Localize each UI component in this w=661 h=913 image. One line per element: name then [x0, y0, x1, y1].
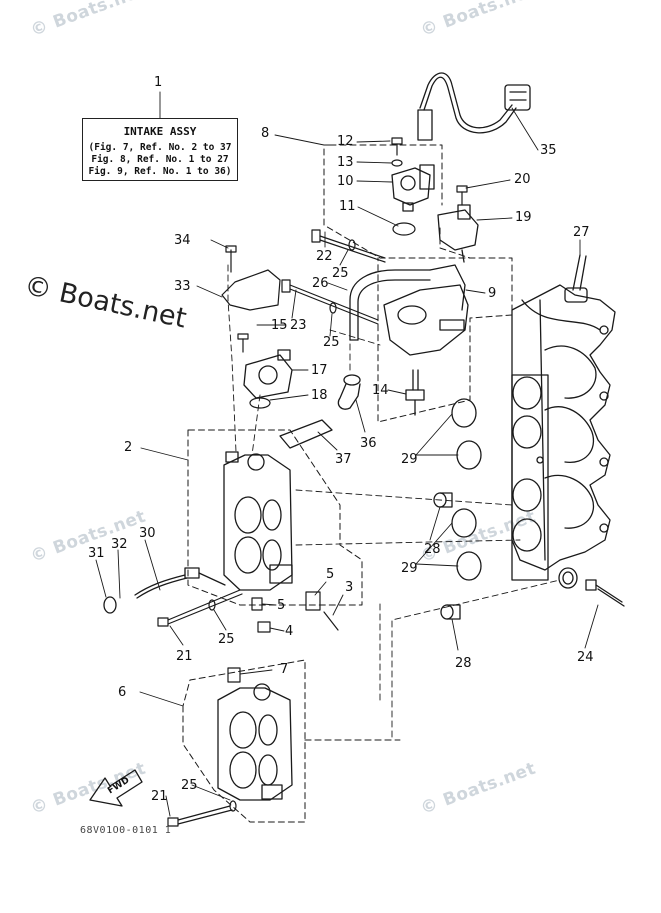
callout-21b: 21: [151, 789, 168, 804]
callout-35: 35: [540, 143, 557, 158]
callout-10: 10: [337, 174, 354, 189]
bolt-21: [157, 589, 243, 627]
washer-25: [208, 599, 216, 611]
callout-6: 6: [118, 685, 127, 700]
bracket-9: [383, 264, 469, 356]
fwd-arrow-icon: [89, 769, 143, 807]
hose-37: [279, 419, 333, 449]
bolt-21: [167, 805, 233, 827]
callout-1: 1: [154, 75, 163, 90]
callout-28b: 28: [455, 656, 472, 671]
callout-14: 14: [372, 383, 389, 398]
callout-21a: 21: [176, 649, 193, 664]
gasket-29: [451, 398, 482, 581]
group-box-2: [187, 429, 363, 606]
callout-19: 19: [515, 210, 532, 225]
harness-35: [417, 72, 531, 141]
washer-25: [229, 800, 237, 812]
callout-20: 20: [514, 172, 531, 187]
hose-26: [349, 269, 431, 341]
callout-22: 22: [316, 249, 333, 264]
callout-36: 36: [360, 436, 377, 451]
callout-2: 2: [124, 440, 133, 455]
cover-33: [221, 269, 281, 311]
callout-12: 12: [337, 134, 354, 149]
callout-25b: 25: [323, 335, 340, 350]
callout-28a: 28: [424, 542, 441, 557]
callout-29b: 29: [401, 561, 418, 576]
callout-25c: 25: [218, 632, 235, 647]
screw-34-head: [225, 245, 237, 253]
screw-15: [237, 333, 249, 353]
bolt-23: [281, 279, 379, 325]
title-line: Fig. 9, Ref. No. 1 to 36): [88, 166, 232, 177]
callout-11: 11: [339, 199, 356, 214]
callout-30: 30: [139, 526, 156, 541]
intake-manifold: [511, 254, 616, 571]
callout-26: 26: [312, 276, 329, 291]
callout-15: 15: [271, 318, 288, 333]
callout-29a: 29: [401, 452, 418, 467]
title-line: Fig. 8, Ref. No. 1 to 27: [91, 154, 229, 165]
group-box-8: [323, 144, 513, 423]
wire-30: [103, 567, 226, 614]
callout-34: 34: [174, 233, 191, 248]
callout-32: 32: [111, 537, 128, 552]
o-ring-18: [249, 397, 271, 409]
title-heading: INTAKE ASSY: [123, 125, 197, 138]
callout-17: 17: [311, 363, 328, 378]
o-ring-11: [392, 222, 416, 236]
title-box: INTAKE ASSY (Fig. 7, Ref. No. 2 to 37 Fi…: [82, 118, 238, 181]
callout-25a: 25: [332, 266, 349, 281]
throttle-body-upper: [223, 451, 293, 591]
callout-37: 37: [335, 452, 352, 467]
sensor-17: [243, 349, 293, 399]
bolt-20: [456, 185, 468, 206]
washer-25: [348, 239, 356, 251]
title-line: (Fig. 7, Ref. No. 2 to 37: [88, 142, 232, 153]
callout-13: 13: [337, 155, 354, 170]
grommet-24: [558, 567, 625, 607]
callout-3: 3: [345, 580, 354, 595]
diagram-code: 68V01O0-0101 1: [80, 825, 172, 836]
callout-23: 23: [290, 318, 307, 333]
callout-7: 7: [280, 662, 289, 677]
manifold-flange: [511, 374, 549, 581]
group-box-6: [182, 659, 306, 823]
callout-8: 8: [261, 126, 270, 141]
callout-24: 24: [577, 650, 594, 665]
washer-13: [391, 159, 403, 167]
callout-31: 31: [88, 546, 105, 561]
leader-lines: [95, 91, 599, 817]
callout-5a: 5: [326, 567, 335, 582]
valve-10: [391, 164, 435, 212]
callout-18: 18: [311, 388, 328, 403]
callout-27: 27: [573, 225, 590, 240]
throttle-body-lower: [217, 683, 293, 801]
bolt-22: [311, 229, 386, 263]
sensor-19: [437, 204, 479, 263]
callout-25d: 25: [181, 778, 198, 793]
dashed-leaders: [227, 264, 561, 741]
screw-12: [391, 137, 403, 156]
callout-33: 33: [174, 279, 191, 294]
callout-4: 4: [285, 624, 294, 639]
callout-5b: 5: [277, 598, 286, 613]
callout-9: 9: [488, 286, 497, 301]
washer-25: [329, 302, 337, 314]
sensor-14: [405, 369, 425, 416]
hose-36: [337, 374, 361, 410]
